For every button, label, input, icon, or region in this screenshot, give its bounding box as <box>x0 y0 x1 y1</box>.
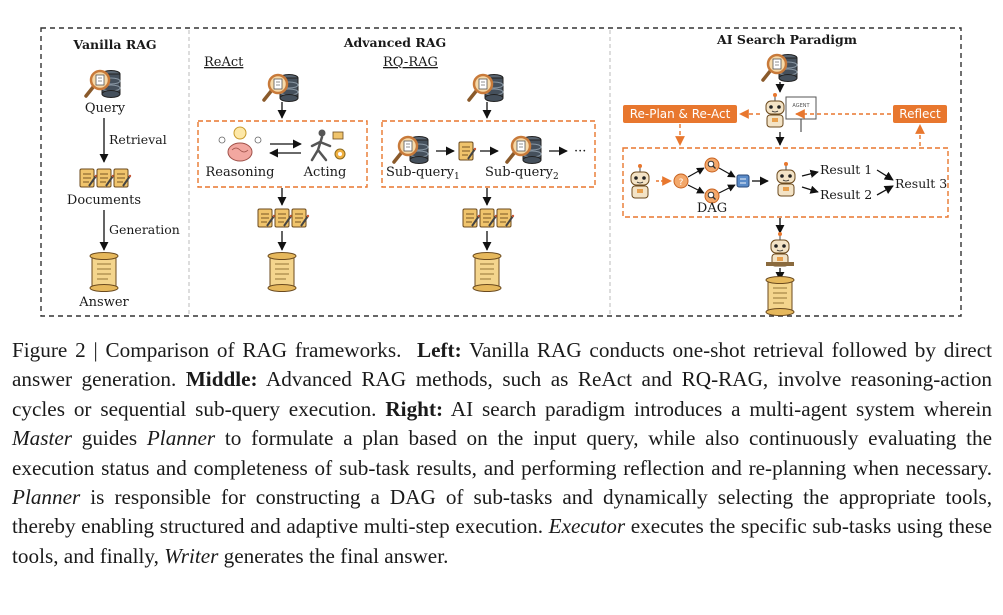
ai-query-icon <box>761 52 799 84</box>
caption-master: Master <box>12 426 73 451</box>
documents-label: Documents <box>67 193 141 208</box>
query-db-icon <box>84 68 122 100</box>
answer-scroll-icon <box>89 252 119 292</box>
dag-graph: ? <box>673 157 750 204</box>
brain-icon <box>218 126 262 162</box>
writer-agent-icon <box>766 231 794 267</box>
subquery2-label: Sub-query2 <box>485 165 559 182</box>
react-query-icon <box>262 72 300 104</box>
vanilla-rag-title: Vanilla RAG <box>72 37 156 52</box>
figure-caption: Figure 2 | Comparison of RAG frameworks.… <box>12 338 993 568</box>
generation-label: Generation <box>109 222 180 237</box>
ai-search-title: AI Search Paradigm <box>716 32 857 47</box>
caption-planner-2: Planner <box>12 485 81 510</box>
master-agent-icon: AGENT <box>765 92 817 132</box>
answer-label: Answer <box>78 295 129 310</box>
svg-text:Re-Plan & Re-Act: Re-Plan & Re-Act <box>630 107 731 121</box>
figure-frame <box>40 27 962 317</box>
caption-executor: Executor <box>548 514 626 539</box>
rq-rag-title: RQ-RAG <box>383 55 438 70</box>
acting-label: Acting <box>303 165 347 180</box>
rqrag-subquery-box <box>381 120 596 188</box>
subquery2-icon <box>505 134 543 166</box>
subquery1-icon <box>392 134 430 166</box>
reflect-tag: Reflect <box>893 105 947 123</box>
result3-label: Result 3 <box>895 176 947 191</box>
svg-text:AGENT: AGENT <box>792 103 810 109</box>
subquery-ellipsis: ··· <box>574 144 586 159</box>
svg-text:?: ? <box>679 178 684 188</box>
subquery-doc-icon <box>458 141 478 161</box>
react-documents-icon <box>258 209 309 227</box>
react-loop-box <box>197 120 368 188</box>
svg-text:Reflect: Reflect <box>899 107 941 121</box>
caption-writer: Writer <box>164 543 219 568</box>
caption-figure-label: Figure 2 | Comparison of RAG frameworks. <box>12 338 402 362</box>
advanced-rag-title: Advanced RAG <box>343 35 446 50</box>
rqrag-answer-icon <box>472 252 502 292</box>
execution-box <box>622 147 949 218</box>
caption-middle-label: Middle: <box>185 367 258 392</box>
planner-agent-icon <box>630 163 650 199</box>
reasoning-label: Reasoning <box>206 165 275 180</box>
retrieval-label: Retrieval <box>109 132 167 147</box>
rqrag-query-icon <box>467 72 505 104</box>
result1-label: Result 1 <box>820 162 872 177</box>
replan-reAct-tag: Re-Plan & Re-Act <box>623 105 737 123</box>
react-title: ReAct <box>204 55 244 70</box>
rqrag-documents-icon <box>463 209 514 227</box>
subquery1-label: Sub-query1 <box>386 165 460 182</box>
executor-agent-icon <box>776 161 796 197</box>
caption-planner: Planner <box>146 426 216 451</box>
final-answer-icon <box>765 276 795 316</box>
caption-right-label: Right: <box>385 396 444 421</box>
result2-label: Result 2 <box>820 187 872 202</box>
dag-label: DAG <box>697 201 727 216</box>
rag-comparison-figure: Vanilla RAG Query Retrieval Documents Ge… <box>40 27 962 317</box>
documents-icon <box>80 169 131 187</box>
react-answer-icon <box>267 252 297 292</box>
vanilla-query-label: Query <box>85 101 126 116</box>
caption-left-label: Left: <box>416 338 462 362</box>
acting-icon <box>310 129 346 162</box>
